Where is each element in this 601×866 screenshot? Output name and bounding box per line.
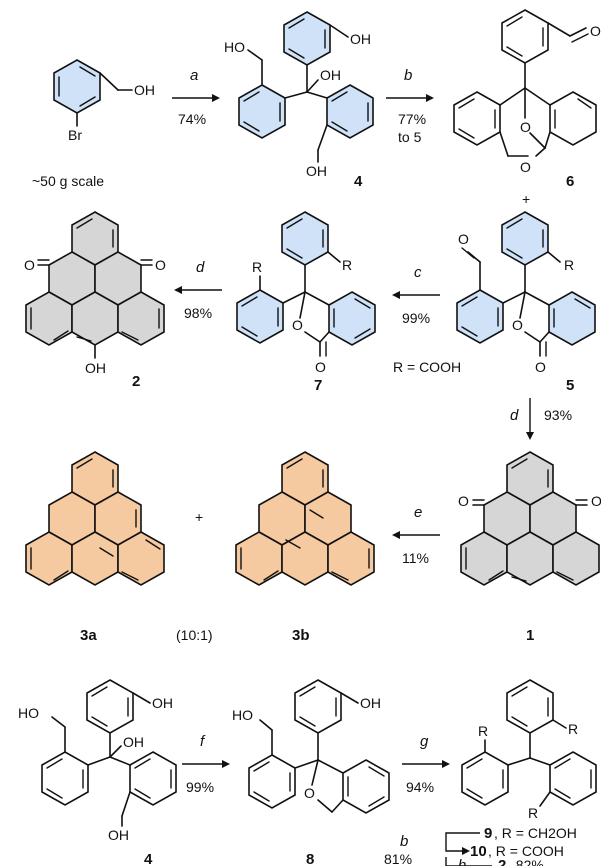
step-b2-reagent: b <box>400 833 408 850</box>
step-e-arrow: e 11% <box>392 504 440 566</box>
oh-label: OH <box>152 695 173 711</box>
acetal-o-label: O <box>520 159 531 175</box>
carbonyl-o-left: O <box>458 493 469 509</box>
r-label: R <box>564 257 574 273</box>
step-e-reagent: e <box>414 504 422 521</box>
compound-label-9: 9 <box>484 825 492 842</box>
ether-o: O <box>304 785 315 801</box>
compound-label-4-repeat: 4 <box>144 851 153 866</box>
plus-sign-3: + <box>195 509 203 525</box>
step-d-reagent: d <box>196 259 205 276</box>
lactone-carbonyl-o: O <box>315 359 326 375</box>
compound-label-4: 4 <box>354 173 363 190</box>
isomer-ratio: (10:1) <box>176 627 213 643</box>
central-oh-label: OH <box>123 734 144 750</box>
step-d2-yield: 93% <box>544 407 572 423</box>
step-d-arrow-to-1: d 93% <box>510 398 572 440</box>
compound-9-10-triarylmethane: R R R <box>461 679 597 821</box>
lactone-o: O <box>292 317 303 333</box>
r-definition: R = COOH <box>393 359 461 375</box>
compound-label-2-final: 2 <box>498 857 506 866</box>
benzene-ring <box>53 59 101 114</box>
r-label-3: R <box>528 805 538 821</box>
step-d2-reagent: d <box>510 407 519 424</box>
step-f-arrow: f 99% <box>182 733 230 795</box>
ho-label: HO <box>224 39 245 55</box>
scale-note: ~50 g scale <box>32 173 104 189</box>
compound-label-3b: 3b <box>292 627 310 644</box>
compound-6-bridged-acetal: O O O <box>453 9 601 175</box>
carbonyl-o-right: O <box>155 257 166 273</box>
lactone-o: O <box>512 317 523 333</box>
carbonyl-o-left: O <box>24 257 35 273</box>
step-a-yield: 74% <box>178 111 206 127</box>
compound-5-lactone-aldehyde: R O O O <box>456 211 596 375</box>
compound-7-lactone-diacid: R R O O <box>236 211 376 375</box>
step-d-yield: 98% <box>184 305 212 321</box>
hydroxyl-label: OH <box>134 82 155 98</box>
compound-4-triaryl-methanol: OH OH HO OH <box>224 11 374 179</box>
step-g-reagent: g <box>420 733 429 750</box>
compound-label-3a: 3a <box>80 627 97 644</box>
step-b-target: to 5 <box>398 129 422 145</box>
step-b-arrow: b 77% to 5 <box>386 67 434 145</box>
step-g-arrow: g 94% <box>402 733 450 795</box>
bottom-annotations: 9 , R = CH2OH 10 , R = COOH b 81% h 2 , … <box>384 825 577 866</box>
plus-sign-6-5: + <box>522 191 530 207</box>
step-e-yield: 11% <box>402 550 429 566</box>
oh-label: OH <box>360 695 381 711</box>
ho-label: HO <box>232 707 253 723</box>
step-c-yield: 99% <box>402 310 430 326</box>
carbonyl-o-right: O <box>591 493 601 509</box>
compound-9-substituent: , R = CH2OH <box>494 825 577 841</box>
step-c-reagent: c <box>414 264 422 281</box>
compound-1-triangulene-dione: O O <box>458 451 601 586</box>
r-label-2: R <box>478 723 488 739</box>
compound-3a-triangulene-isomer <box>25 451 165 586</box>
step-d-arrow-to-2: d 98% <box>174 259 222 321</box>
step-f-reagent: f <box>200 733 206 750</box>
step-b-yield: 77% <box>398 111 426 127</box>
compound-label-2: 2 <box>132 373 140 390</box>
step-a-reagent: a <box>190 67 198 84</box>
step-b2-yield: 81% <box>384 851 412 866</box>
compound-label-8: 8 <box>306 851 314 866</box>
r-label: R <box>342 257 352 273</box>
compound-10-substituent: , R = COOH <box>488 843 564 859</box>
step-c-arrow: c 99% <box>392 264 440 326</box>
ho-label: HO <box>18 705 39 721</box>
oh-bottom-label: OH <box>306 163 327 179</box>
compound-label-5: 5 <box>566 377 574 394</box>
step-h-yield: , 82% <box>508 857 544 866</box>
central-oh-label: OH <box>320 67 341 83</box>
compound-8-phthalan-diol: OH HO O <box>232 679 390 814</box>
step-g-yield: 94% <box>406 779 434 795</box>
aldehyde-o: O <box>458 231 469 247</box>
r-label: R <box>568 721 578 737</box>
compound-label-1: 1 <box>526 627 534 644</box>
start-material-bromobenzyl-alcohol: OH Br <box>53 59 155 143</box>
r-label-2: R <box>252 259 262 275</box>
compound-2-hydroxy-triangulene-dione: O O OH <box>24 211 166 376</box>
compound-4-triaryl-methanol-repeat: OH OH HO OH <box>18 679 177 843</box>
compound-3b-triangulene-isomer <box>235 451 375 586</box>
compound-label-7: 7 <box>314 377 322 394</box>
aldehyde-o-label: O <box>590 23 601 39</box>
bromine-label: Br <box>68 127 82 143</box>
step-f-yield: 99% <box>186 779 214 795</box>
hydroxyl-label: OH <box>85 360 106 376</box>
step-b-reagent: b <box>404 67 412 84</box>
oh-label: OH <box>350 31 371 47</box>
oh-bottom-label: OH <box>108 827 129 843</box>
step-h-reagent: h <box>458 857 466 866</box>
compound-label-6: 6 <box>566 173 574 190</box>
compound-label-10: 10 <box>470 843 487 860</box>
step-a-arrow: a 74% <box>172 67 220 127</box>
lactone-carbonyl-o: O <box>535 359 546 375</box>
bridge-o-label: O <box>520 119 531 135</box>
